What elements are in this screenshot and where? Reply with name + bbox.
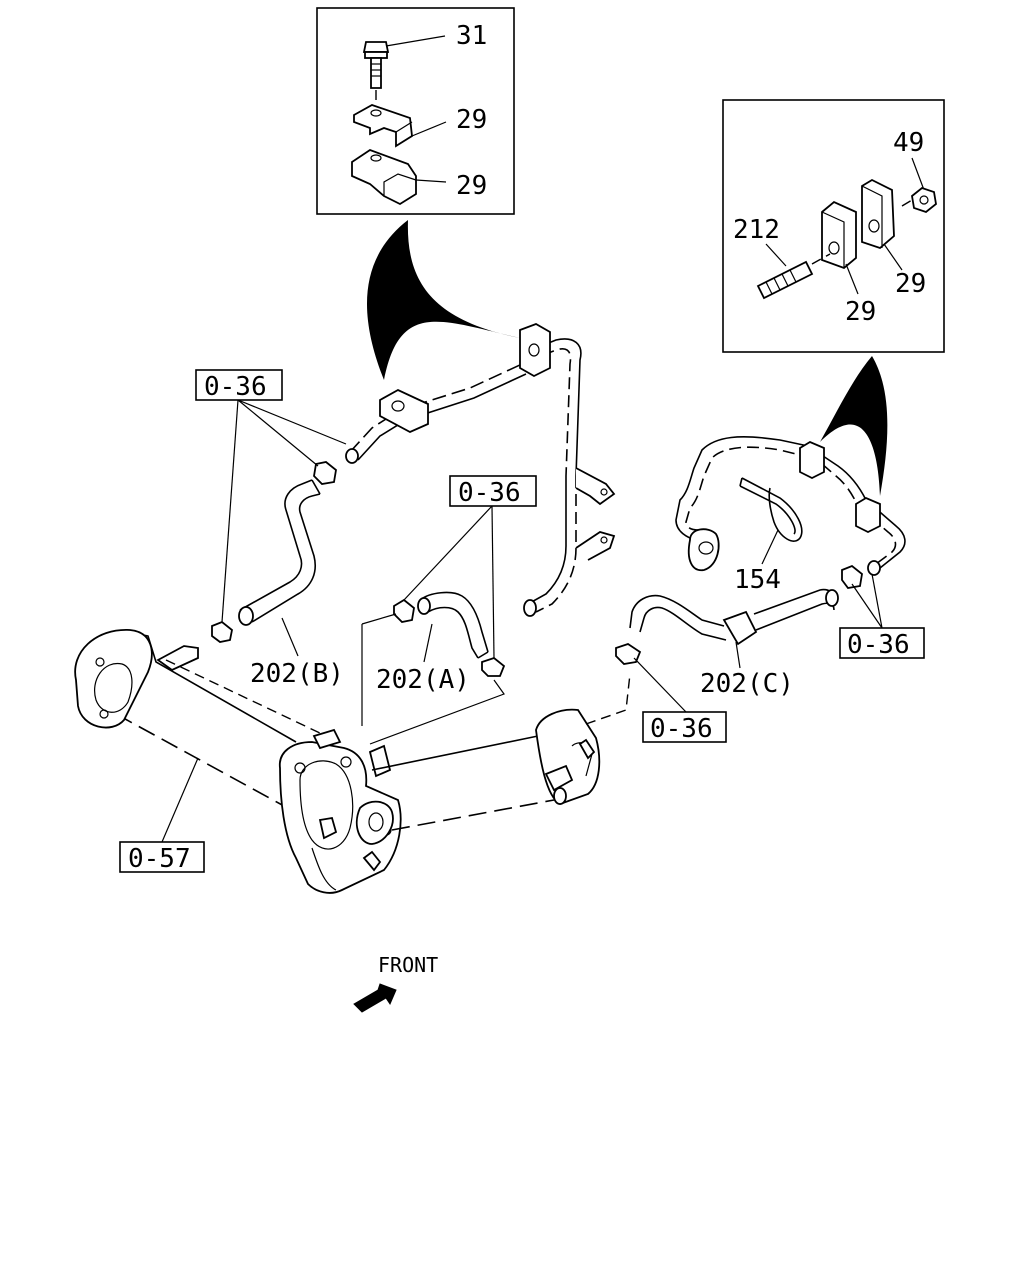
label-29-lower: 29 bbox=[456, 171, 487, 201]
egr-valve-housing bbox=[279, 728, 402, 894]
detail-inset-clamp-top: 31 29 29 bbox=[316, 7, 515, 215]
ref-0-36-right[interactable]: 0-36 bbox=[839, 627, 925, 660]
label-29-right: 29 bbox=[895, 269, 926, 299]
label-202a: 202(A) bbox=[376, 665, 470, 695]
label-49: 49 bbox=[893, 128, 924, 158]
hose-202b bbox=[211, 461, 337, 643]
front-label: FRONT bbox=[378, 953, 438, 977]
svg-text:0-36: 0-36 bbox=[650, 714, 713, 744]
ref-0-36-middle[interactable]: 0-36 bbox=[449, 475, 537, 508]
callout-wedge-top bbox=[366, 220, 520, 380]
svg-text:0-36: 0-36 bbox=[847, 630, 910, 660]
front-arrow-icon bbox=[353, 983, 397, 1013]
label-202b: 202(B) bbox=[250, 659, 344, 689]
ref-0-36-top-left[interactable]: 0-36 bbox=[195, 369, 283, 402]
callout-wedge-right bbox=[820, 356, 888, 496]
hose-202a bbox=[393, 591, 506, 677]
bolt-31 bbox=[362, 41, 390, 108]
egr-cooler-left bbox=[74, 629, 297, 807]
egr-cooler-right bbox=[371, 708, 601, 831]
clamp-on-pipe-right bbox=[519, 323, 551, 378]
ref-0-57[interactable]: 0-57 bbox=[119, 841, 205, 874]
ref-0-36-lower[interactable]: 0-36 bbox=[642, 711, 727, 744]
label-154: 154 bbox=[734, 565, 781, 595]
cable-tie-154 bbox=[739, 477, 803, 542]
pipe-upper-left bbox=[345, 323, 616, 617]
svg-text:0-36: 0-36 bbox=[458, 478, 521, 508]
stud-212 bbox=[756, 253, 831, 300]
clamp-half-29-lower bbox=[351, 148, 417, 206]
clamp-half-29-middle bbox=[821, 200, 857, 270]
label-31: 31 bbox=[456, 21, 487, 51]
line-connector-b bbox=[369, 679, 505, 745]
label-212: 212 bbox=[733, 215, 780, 245]
clamp-on-pipe-left bbox=[379, 388, 429, 434]
label-29-middle: 29 bbox=[845, 297, 876, 327]
svg-text:0-57: 0-57 bbox=[128, 844, 191, 874]
hose-202c bbox=[615, 564, 863, 665]
dash-line-cooler bbox=[165, 659, 323, 735]
clamp-half-29-upper bbox=[353, 104, 413, 148]
dash-line-right bbox=[585, 673, 631, 725]
clamp-half-29-right bbox=[861, 178, 895, 250]
label-29-upper: 29 bbox=[456, 105, 487, 135]
svg-text:0-36: 0-36 bbox=[204, 372, 267, 402]
nut-49 bbox=[911, 186, 937, 214]
pipe-upper-right bbox=[675, 436, 906, 576]
detail-inset-clamp-right: 49 29 29 212 bbox=[722, 99, 945, 353]
label-202c: 202(C) bbox=[700, 669, 794, 699]
